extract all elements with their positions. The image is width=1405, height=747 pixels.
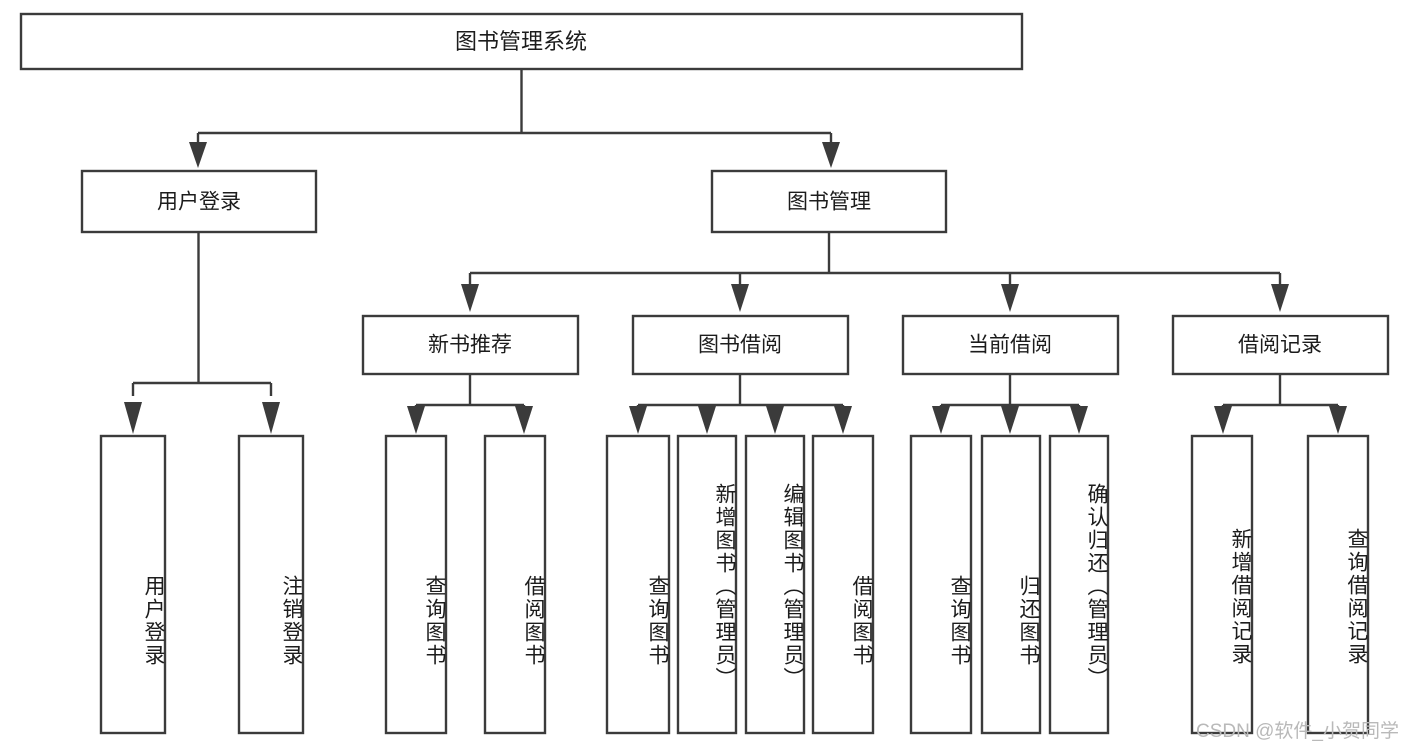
- node-leaf-add-book-admin[interactable]: [676, 434, 738, 735]
- node-leaf-query-book-current[interactable]: [909, 434, 973, 735]
- arrow-head-icon: [731, 284, 749, 312]
- arrow-head-icon: [189, 142, 207, 168]
- connectors-userlogin-to-leaves: [124, 232, 280, 434]
- arrow-head-icon: [1329, 406, 1347, 434]
- arrow-head-icon: [932, 406, 950, 434]
- node-leaf-logout-login[interactable]: [237, 434, 305, 735]
- connectors-level2-to-level3: [461, 232, 1289, 312]
- connectors-borrowrecord-to-leaves: [1214, 375, 1347, 434]
- node-leaf-query-borrow-record[interactable]: [1306, 434, 1370, 735]
- arrow-head-icon: [1001, 406, 1019, 434]
- arrow-head-icon: [124, 402, 142, 434]
- node-book-management[interactable]: 图书管理: [710, 169, 948, 234]
- node-leaf-borrow-book-recommend[interactable]: [483, 434, 547, 735]
- node-leaf-borrow-book[interactable]: [811, 434, 875, 735]
- connectors-newbook-to-leaves: [407, 375, 533, 434]
- node-leaf-query-book-recommend[interactable]: [384, 434, 448, 735]
- csdn-watermark: CSDN @软件_小贺同学: [1196, 721, 1399, 742]
- arrow-head-icon: [515, 406, 533, 434]
- connectors-currentborrow-to-leaves: [932, 375, 1088, 434]
- node-leaf-add-borrow-record[interactable]: [1190, 434, 1254, 735]
- arrow-head-icon: [698, 406, 716, 434]
- connectors-root-to-level2: [189, 69, 840, 168]
- node-borrow-record[interactable]: 借阅记录: [1171, 314, 1390, 376]
- arrow-head-icon: [1271, 284, 1289, 312]
- arrow-head-icon: [1070, 406, 1088, 434]
- arrow-head-icon: [834, 406, 852, 434]
- connectors-bookborrow-to-leaves: [629, 375, 852, 434]
- node-leaf-query-book-borrow[interactable]: [605, 434, 671, 735]
- node-leaf-user-login[interactable]: [99, 434, 167, 735]
- arrow-head-icon: [407, 406, 425, 434]
- node-new-book-recommend-label: 新书推荐: [428, 334, 512, 357]
- arrow-head-icon: [1001, 284, 1019, 312]
- arrow-head-icon: [262, 402, 280, 434]
- node-book-borrow[interactable]: 图书借阅: [631, 314, 850, 376]
- node-user-login[interactable]: 用户登录: [80, 169, 318, 234]
- node-user-login-label: 用户登录: [157, 191, 241, 214]
- node-leaf-return-book[interactable]: [980, 434, 1042, 735]
- node-root-system[interactable]: 图书管理系统: [19, 12, 1024, 71]
- arrow-head-icon: [629, 406, 647, 434]
- arrow-head-icon: [822, 142, 840, 168]
- node-borrow-record-label: 借阅记录: [1238, 334, 1322, 357]
- node-book-management-label: 图书管理: [787, 191, 871, 214]
- node-root-system-label: 图书管理系统: [455, 29, 587, 54]
- node-new-book-recommend[interactable]: 新书推荐: [361, 314, 580, 376]
- arrow-head-icon: [1214, 406, 1232, 434]
- node-current-borrow[interactable]: 当前借阅: [901, 314, 1120, 376]
- arrow-head-icon: [766, 406, 784, 434]
- node-book-borrow-label: 图书借阅: [698, 334, 782, 357]
- node-leaf-confirm-return-admin[interactable]: [1048, 434, 1110, 735]
- node-current-borrow-label: 当前借阅: [968, 334, 1052, 357]
- arrow-head-icon: [461, 284, 479, 312]
- node-leaf-edit-book-admin[interactable]: [744, 434, 806, 735]
